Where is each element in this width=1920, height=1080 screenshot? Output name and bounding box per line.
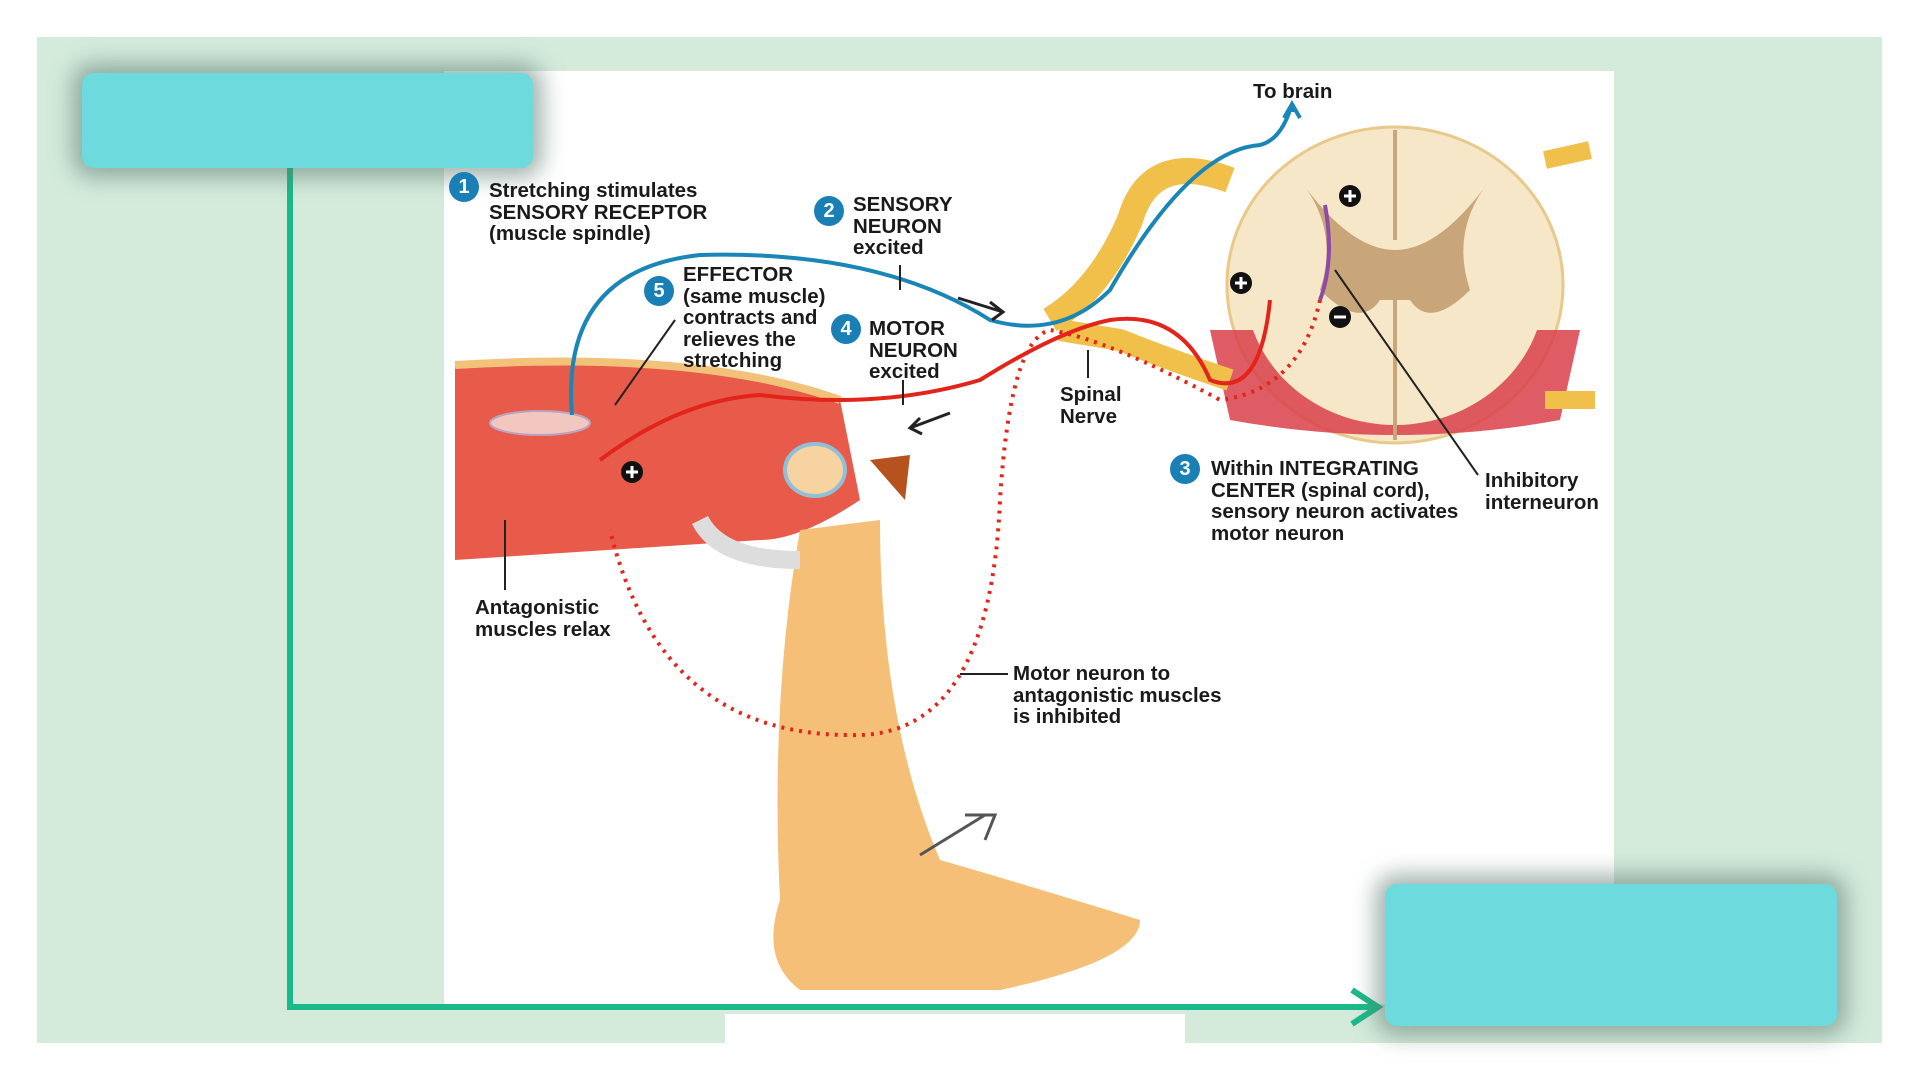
leg [454, 357, 1140, 990]
step-3-label: Within INTEGRATING CENTER (spinal cord),… [1211, 458, 1458, 544]
to-brain-arrow [1282, 99, 1302, 119]
leader-line [614, 319, 676, 406]
line: NEURON [853, 214, 942, 238]
minus-icon [1329, 306, 1351, 328]
sensory-neuron-path [569, 109, 1292, 416]
line: relieves the [683, 327, 796, 351]
answer-box-top-left[interactable] [82, 73, 533, 168]
step-5-label: EFFECTOR (same muscle) contracts and rel… [683, 264, 825, 372]
answer-box-bottom-right[interactable] [1385, 884, 1837, 1026]
line: SENSORY RECEPTOR [489, 200, 708, 224]
line: stretching [683, 349, 783, 372]
antagonistic-label: Antagonistic muscles relax [475, 597, 611, 640]
step-5-badge: 5 [644, 276, 674, 306]
line: interneuron [1485, 490, 1599, 514]
step-1-badge: 1 [449, 172, 479, 202]
plus-icon [1339, 185, 1361, 207]
line: (same muscle) [683, 284, 826, 308]
line: motor neuron [1211, 521, 1345, 545]
bottom-strip [725, 1014, 1185, 1043]
line: muscles relax [475, 617, 611, 641]
motor-antagonistic-label: Motor neuron to antagonistic muscles is … [1013, 663, 1221, 728]
line: antagonistic muscles [1013, 683, 1222, 707]
line: is inhibited [1013, 705, 1122, 728]
line: Stretching stimulates [489, 179, 698, 202]
line: Motor neuron to [1013, 662, 1171, 685]
spinal-nerve-label: Spinal Nerve [1060, 384, 1122, 427]
to-brain-label: To brain [1253, 80, 1333, 103]
line: NEURON [869, 338, 958, 362]
line: Spinal [1060, 383, 1122, 406]
line: Antagonistic [475, 596, 600, 619]
line: contracts and [683, 306, 818, 329]
line: SENSORY [853, 193, 953, 216]
line: excited [853, 236, 924, 259]
inhibitory-interneuron-label: Inhibitory interneuron [1485, 470, 1599, 513]
line: Inhibitory [1485, 469, 1579, 492]
plus-icon [621, 461, 643, 483]
line: EFFECTOR [683, 263, 794, 286]
plus-icon [1230, 272, 1252, 294]
flow-arrow [287, 168, 1375, 1010]
line: Within INTEGRATING [1211, 457, 1419, 480]
line: (muscle spindle) [489, 222, 651, 245]
line: sensory neuron activates [1211, 500, 1459, 523]
step-2-label: SENSORY NEURON excited [853, 194, 953, 259]
step-4-label: MOTOR NEURON excited [869, 318, 958, 383]
step-4-badge: 4 [831, 314, 861, 344]
line: excited [869, 360, 940, 383]
step-2-badge: 2 [814, 196, 844, 226]
line: Nerve [1060, 404, 1117, 428]
flow-arrowhead [1350, 987, 1384, 1027]
line: CENTER (spinal cord), [1211, 478, 1430, 502]
inhibitory-interneuron-path [1318, 204, 1331, 301]
spinal-cord [1043, 125, 1595, 445]
line: MOTOR [869, 317, 945, 340]
step-1-label: Stretching stimulates SENSORY RECEPTOR (… [489, 180, 707, 245]
direction-arrow [957, 296, 1006, 322]
leader-line [1334, 269, 1479, 476]
step-3-badge: 3 [1170, 454, 1200, 484]
direction-arrow [907, 411, 951, 436]
inhibited-motor-path [608, 299, 1322, 738]
